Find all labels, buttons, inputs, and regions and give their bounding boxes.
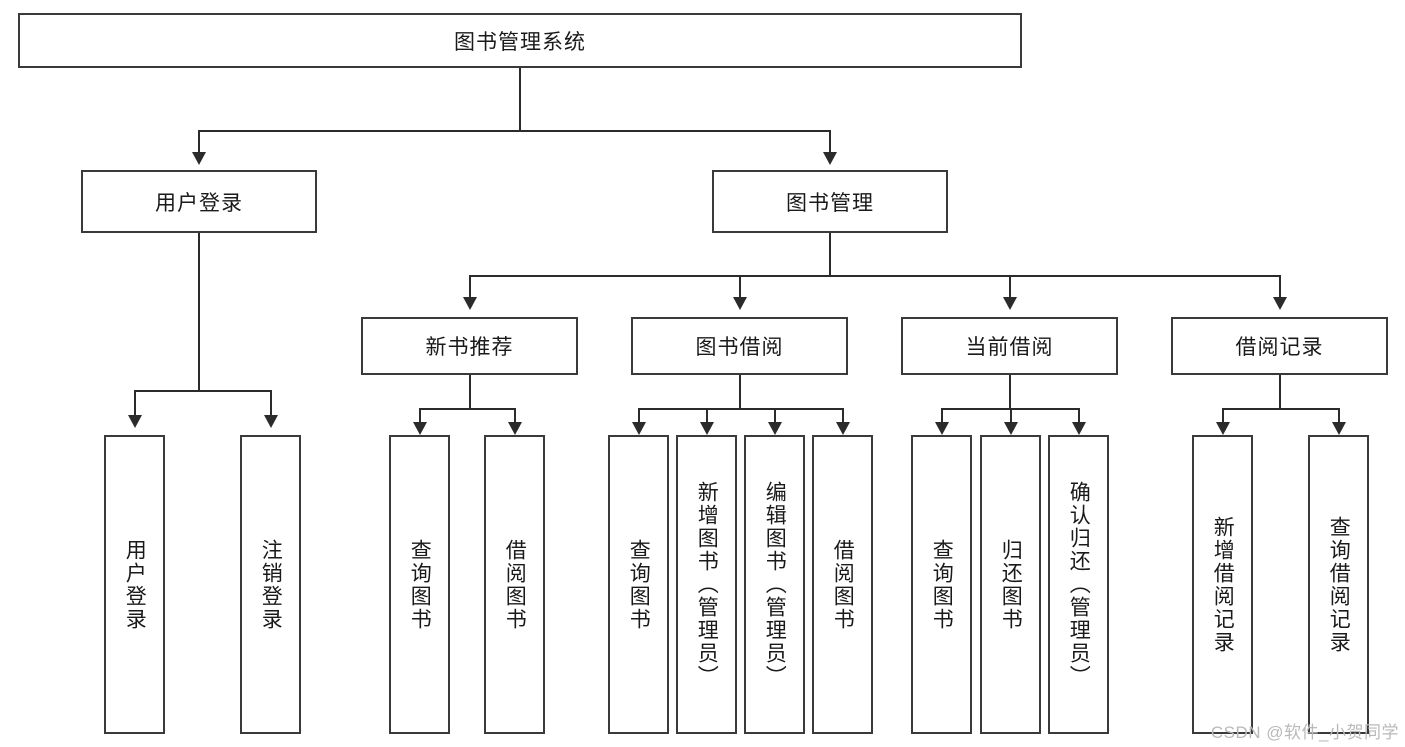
arrowhead-cb-leaf3: [1072, 422, 1086, 435]
node-borrow-record[interactable]: 借阅记录: [1171, 317, 1388, 375]
arrowhead-br-leaf1: [1216, 422, 1230, 435]
leaf-bb-add-book-admin[interactable]: 新增图书（管理员）: [676, 435, 737, 734]
node-label: 用户登录: [155, 191, 243, 215]
leaf-label: 用户登录: [123, 538, 147, 631]
node-label: 借阅记录: [1235, 336, 1324, 359]
leaf-label: 查询借阅记录: [1327, 515, 1351, 654]
leaf-label: 借阅图书: [831, 538, 855, 631]
arrowhead-bb-leaf3: [768, 422, 782, 435]
leaf-label: 新增借阅记录: [1211, 515, 1235, 654]
arrowhead-br-leaf2: [1332, 422, 1346, 435]
connector-to-current-borrow: [1009, 275, 1011, 300]
leaf-cb-return-book[interactable]: 归还图书: [980, 435, 1041, 734]
leaf-cb-confirm-return-admin[interactable]: 确认归还（管理员）: [1048, 435, 1109, 734]
arrowhead-to-book-borrow: [733, 297, 747, 310]
arrowhead-cb-leaf2: [1004, 422, 1018, 435]
connector-nbr-leaf2: [514, 408, 516, 427]
node-label: 图书管理: [786, 191, 874, 215]
connector-bb-leaf3: [774, 408, 776, 427]
connector-root-stem: [519, 68, 521, 130]
node-book-management[interactable]: 图书管理: [712, 170, 948, 233]
connector-cb-leaf2: [1010, 408, 1012, 427]
connector-bb-leaf4: [842, 408, 844, 427]
connector-level3-bus: [469, 275, 1281, 277]
arrowhead-bb-leaf1: [632, 422, 646, 435]
arrowhead-user-login-leaf1: [128, 415, 142, 428]
connector-to-book-borrow: [739, 275, 741, 300]
node-user-login[interactable]: 用户登录: [81, 170, 317, 233]
leaf-label: 确认归还（管理员）: [1067, 481, 1091, 688]
connector-nbr-leaf1: [419, 408, 421, 427]
arrowhead-to-book-management: [823, 152, 837, 165]
leaf-label: 编辑图书（管理员）: [763, 481, 787, 688]
leaf-label: 注销登录: [259, 538, 283, 631]
leaf-label: 借阅图书: [503, 538, 527, 631]
node-new-book-recommend[interactable]: 新书推荐: [361, 317, 578, 375]
leaf-nbr-query-book[interactable]: 查询图书: [389, 435, 450, 734]
leaf-user-login-login[interactable]: 用户登录: [104, 435, 165, 734]
connector-user-login-bus: [134, 390, 271, 392]
arrowhead-to-user-login: [192, 152, 206, 165]
arrowhead-nbr-leaf2: [508, 422, 522, 435]
leaf-label: 查询图书: [627, 538, 651, 631]
node-root-book-management-system[interactable]: 图书管理系统: [18, 13, 1022, 68]
leaf-label: 查询图书: [930, 538, 954, 631]
connector-current-borrow-stem: [1009, 375, 1011, 408]
connector-user-login-leaf2: [270, 390, 272, 418]
leaf-nbr-borrow-book[interactable]: 借阅图书: [484, 435, 545, 734]
watermark-text: CSDN @软件_小贺同学: [1210, 723, 1399, 742]
connector-book-management-stem: [829, 233, 831, 275]
arrowhead-to-current-borrow: [1003, 297, 1017, 310]
node-label: 图书管理系统: [454, 30, 586, 54]
connector-user-login-stem: [198, 233, 200, 390]
leaf-br-add-record[interactable]: 新增借阅记录: [1192, 435, 1253, 734]
connector-borrow-record-stem: [1279, 375, 1281, 408]
connector-book-borrow-stem: [739, 375, 741, 408]
connector-bb-leaf1: [638, 408, 640, 427]
connector-book-borrow-bus: [638, 408, 844, 410]
node-current-borrow[interactable]: 当前借阅: [901, 317, 1118, 375]
node-label: 当前借阅: [965, 336, 1054, 359]
node-label: 新书推荐: [425, 336, 514, 359]
connector-to-book-management: [829, 130, 831, 156]
leaf-user-login-logout[interactable]: 注销登录: [240, 435, 301, 734]
connector-level2-bus: [198, 130, 831, 132]
connector-borrow-record-bus: [1222, 408, 1340, 410]
leaf-label: 归还图书: [999, 538, 1023, 631]
arrowhead-bb-leaf2: [700, 422, 714, 435]
leaf-br-query-record[interactable]: 查询借阅记录: [1308, 435, 1369, 734]
leaf-bb-edit-book-admin[interactable]: 编辑图书（管理员）: [744, 435, 805, 734]
leaf-bb-query-book[interactable]: 查询图书: [608, 435, 669, 734]
connector-to-borrow-record: [1279, 275, 1281, 300]
leaf-label: 新增图书（管理员）: [695, 481, 719, 688]
arrowhead-cb-leaf1: [935, 422, 949, 435]
arrowhead-nbr-leaf1: [413, 422, 427, 435]
connector-br-leaf2: [1338, 408, 1340, 427]
connector-to-user-login: [198, 130, 200, 156]
connector-cb-leaf1: [941, 408, 943, 427]
connector-user-login-leaf1: [134, 390, 136, 418]
connector-new-book-recommend-bus: [419, 408, 515, 410]
leaf-label: 查询图书: [408, 538, 432, 631]
arrowhead-user-login-leaf2: [264, 415, 278, 428]
connector-bb-leaf2: [706, 408, 708, 427]
arrowhead-to-borrow-record: [1273, 297, 1287, 310]
leaf-bb-borrow-book[interactable]: 借阅图书: [812, 435, 873, 734]
arrowhead-bb-leaf4: [836, 422, 850, 435]
node-book-borrow[interactable]: 图书借阅: [631, 317, 848, 375]
connector-cb-leaf3: [1078, 408, 1080, 427]
arrowhead-to-new-book-recommend: [463, 297, 477, 310]
connector-br-leaf1: [1222, 408, 1224, 427]
node-label: 图书借阅: [695, 336, 784, 359]
leaf-cb-query-book[interactable]: 查询图书: [911, 435, 972, 734]
connector-to-new-book-recommend: [469, 275, 471, 300]
connector-new-book-recommend-stem: [469, 375, 471, 408]
